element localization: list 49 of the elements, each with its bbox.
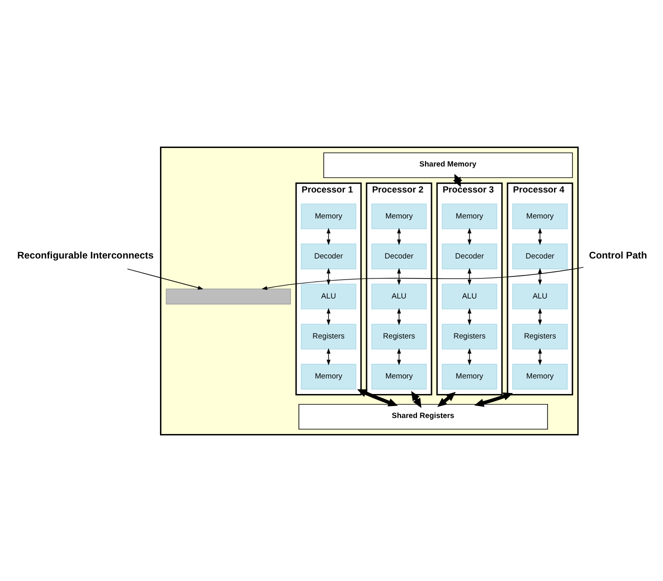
arrow xyxy=(437,391,456,406)
arrow xyxy=(468,267,472,285)
node-box: Memory xyxy=(442,203,498,229)
arrow xyxy=(468,308,472,325)
arrow xyxy=(326,227,330,245)
arrow xyxy=(474,392,513,406)
arrow xyxy=(127,268,204,290)
node-box: ALU xyxy=(300,283,356,309)
node-text: Control Path xyxy=(589,250,647,261)
arrow xyxy=(538,348,542,365)
node-box: Registers xyxy=(512,323,568,349)
node-box: Registers xyxy=(442,323,498,349)
arrow xyxy=(357,388,398,406)
arrow xyxy=(326,308,330,325)
node-box: ALU xyxy=(442,283,498,309)
node-box: ALU xyxy=(512,283,568,309)
node-box: Memory xyxy=(512,363,568,389)
node-box: Memory xyxy=(442,363,498,389)
arrow xyxy=(397,267,401,285)
arrow xyxy=(262,266,584,290)
node-box: Decoder xyxy=(300,243,356,269)
node-box: Memory xyxy=(300,363,356,389)
node-box: Memory xyxy=(300,203,356,229)
arrow xyxy=(397,308,401,325)
node-bar xyxy=(166,288,291,304)
arrow xyxy=(538,267,542,285)
node-box: ALU xyxy=(371,283,427,309)
arrow xyxy=(453,173,462,187)
arrow xyxy=(468,348,472,365)
cluster xyxy=(160,146,579,435)
node-box: Decoder xyxy=(371,243,427,269)
node-text: Reconfigurable Interconnects xyxy=(17,250,154,261)
arrow xyxy=(468,227,472,245)
node-box: Memory xyxy=(512,203,568,229)
arrow xyxy=(326,348,330,365)
arrow xyxy=(411,390,422,408)
node-box: Shared Memory xyxy=(323,152,573,178)
node-box: Shared Registers xyxy=(298,403,548,430)
arrow xyxy=(397,348,401,365)
node-box: Decoder xyxy=(442,243,498,269)
arrow xyxy=(397,227,401,245)
node-box: Registers xyxy=(300,323,356,349)
arrow xyxy=(538,308,542,325)
node-box: Registers xyxy=(371,323,427,349)
node-box: Decoder xyxy=(512,243,568,269)
arrow xyxy=(326,267,330,285)
arrow xyxy=(538,227,542,245)
node-box: Memory xyxy=(371,363,427,389)
node-box: Memory xyxy=(371,203,427,229)
